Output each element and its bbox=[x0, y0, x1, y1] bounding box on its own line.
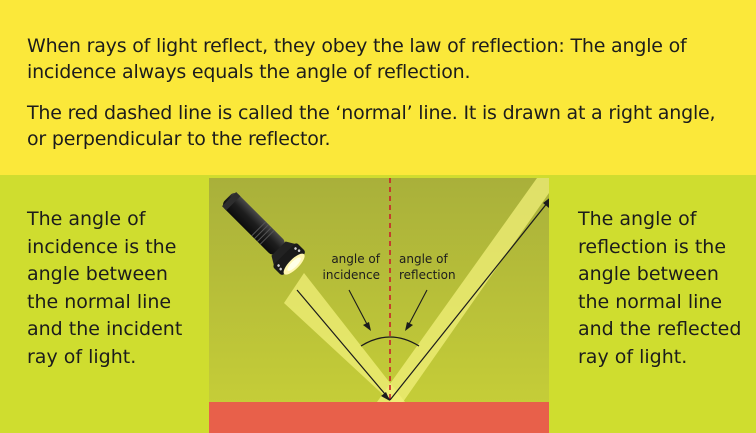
angle-of-incidence-explanation: The angle of incidence is the angle betw… bbox=[27, 208, 183, 368]
angle-arc bbox=[360, 336, 420, 347]
reflected-ray bbox=[389, 199, 549, 401]
intro-banner: When rays of light reflect, they obey th… bbox=[0, 0, 756, 175]
reflection-pointer bbox=[406, 289, 428, 329]
law-of-reflection-text: When rays of light reflect, they obey th… bbox=[27, 35, 687, 83]
incidence-pointer bbox=[348, 289, 370, 329]
incident-ray bbox=[296, 289, 391, 401]
reflection-diagram-svg: angle of incidence angle of reflection bbox=[209, 178, 549, 433]
reflection-diagram: angle of incidence angle of reflection bbox=[209, 178, 549, 433]
diagram-background bbox=[209, 178, 549, 403]
reflected-ray-arrowhead bbox=[543, 198, 549, 208]
reflection-label-line2: reflection bbox=[399, 268, 456, 282]
flashlight-icon bbox=[221, 191, 305, 275]
incident-light-beam bbox=[284, 273, 405, 402]
reflection-pointer-arrowhead bbox=[405, 322, 413, 331]
reflected-light-beam bbox=[377, 178, 549, 402]
incident-ray-arrowhead bbox=[381, 392, 390, 401]
incidence-pointer-arrowhead bbox=[363, 322, 371, 331]
normal-line-text: The red dashed line is called the ‘norma… bbox=[27, 102, 716, 150]
reflector bbox=[209, 402, 549, 433]
reflection-label-line1: angle of bbox=[399, 252, 448, 266]
angle-of-reflection-explanation: The angle of reflection is the angle bet… bbox=[578, 208, 742, 368]
incidence-label-line1: angle of bbox=[331, 252, 380, 266]
incidence-label-line2: incidence bbox=[323, 268, 380, 282]
